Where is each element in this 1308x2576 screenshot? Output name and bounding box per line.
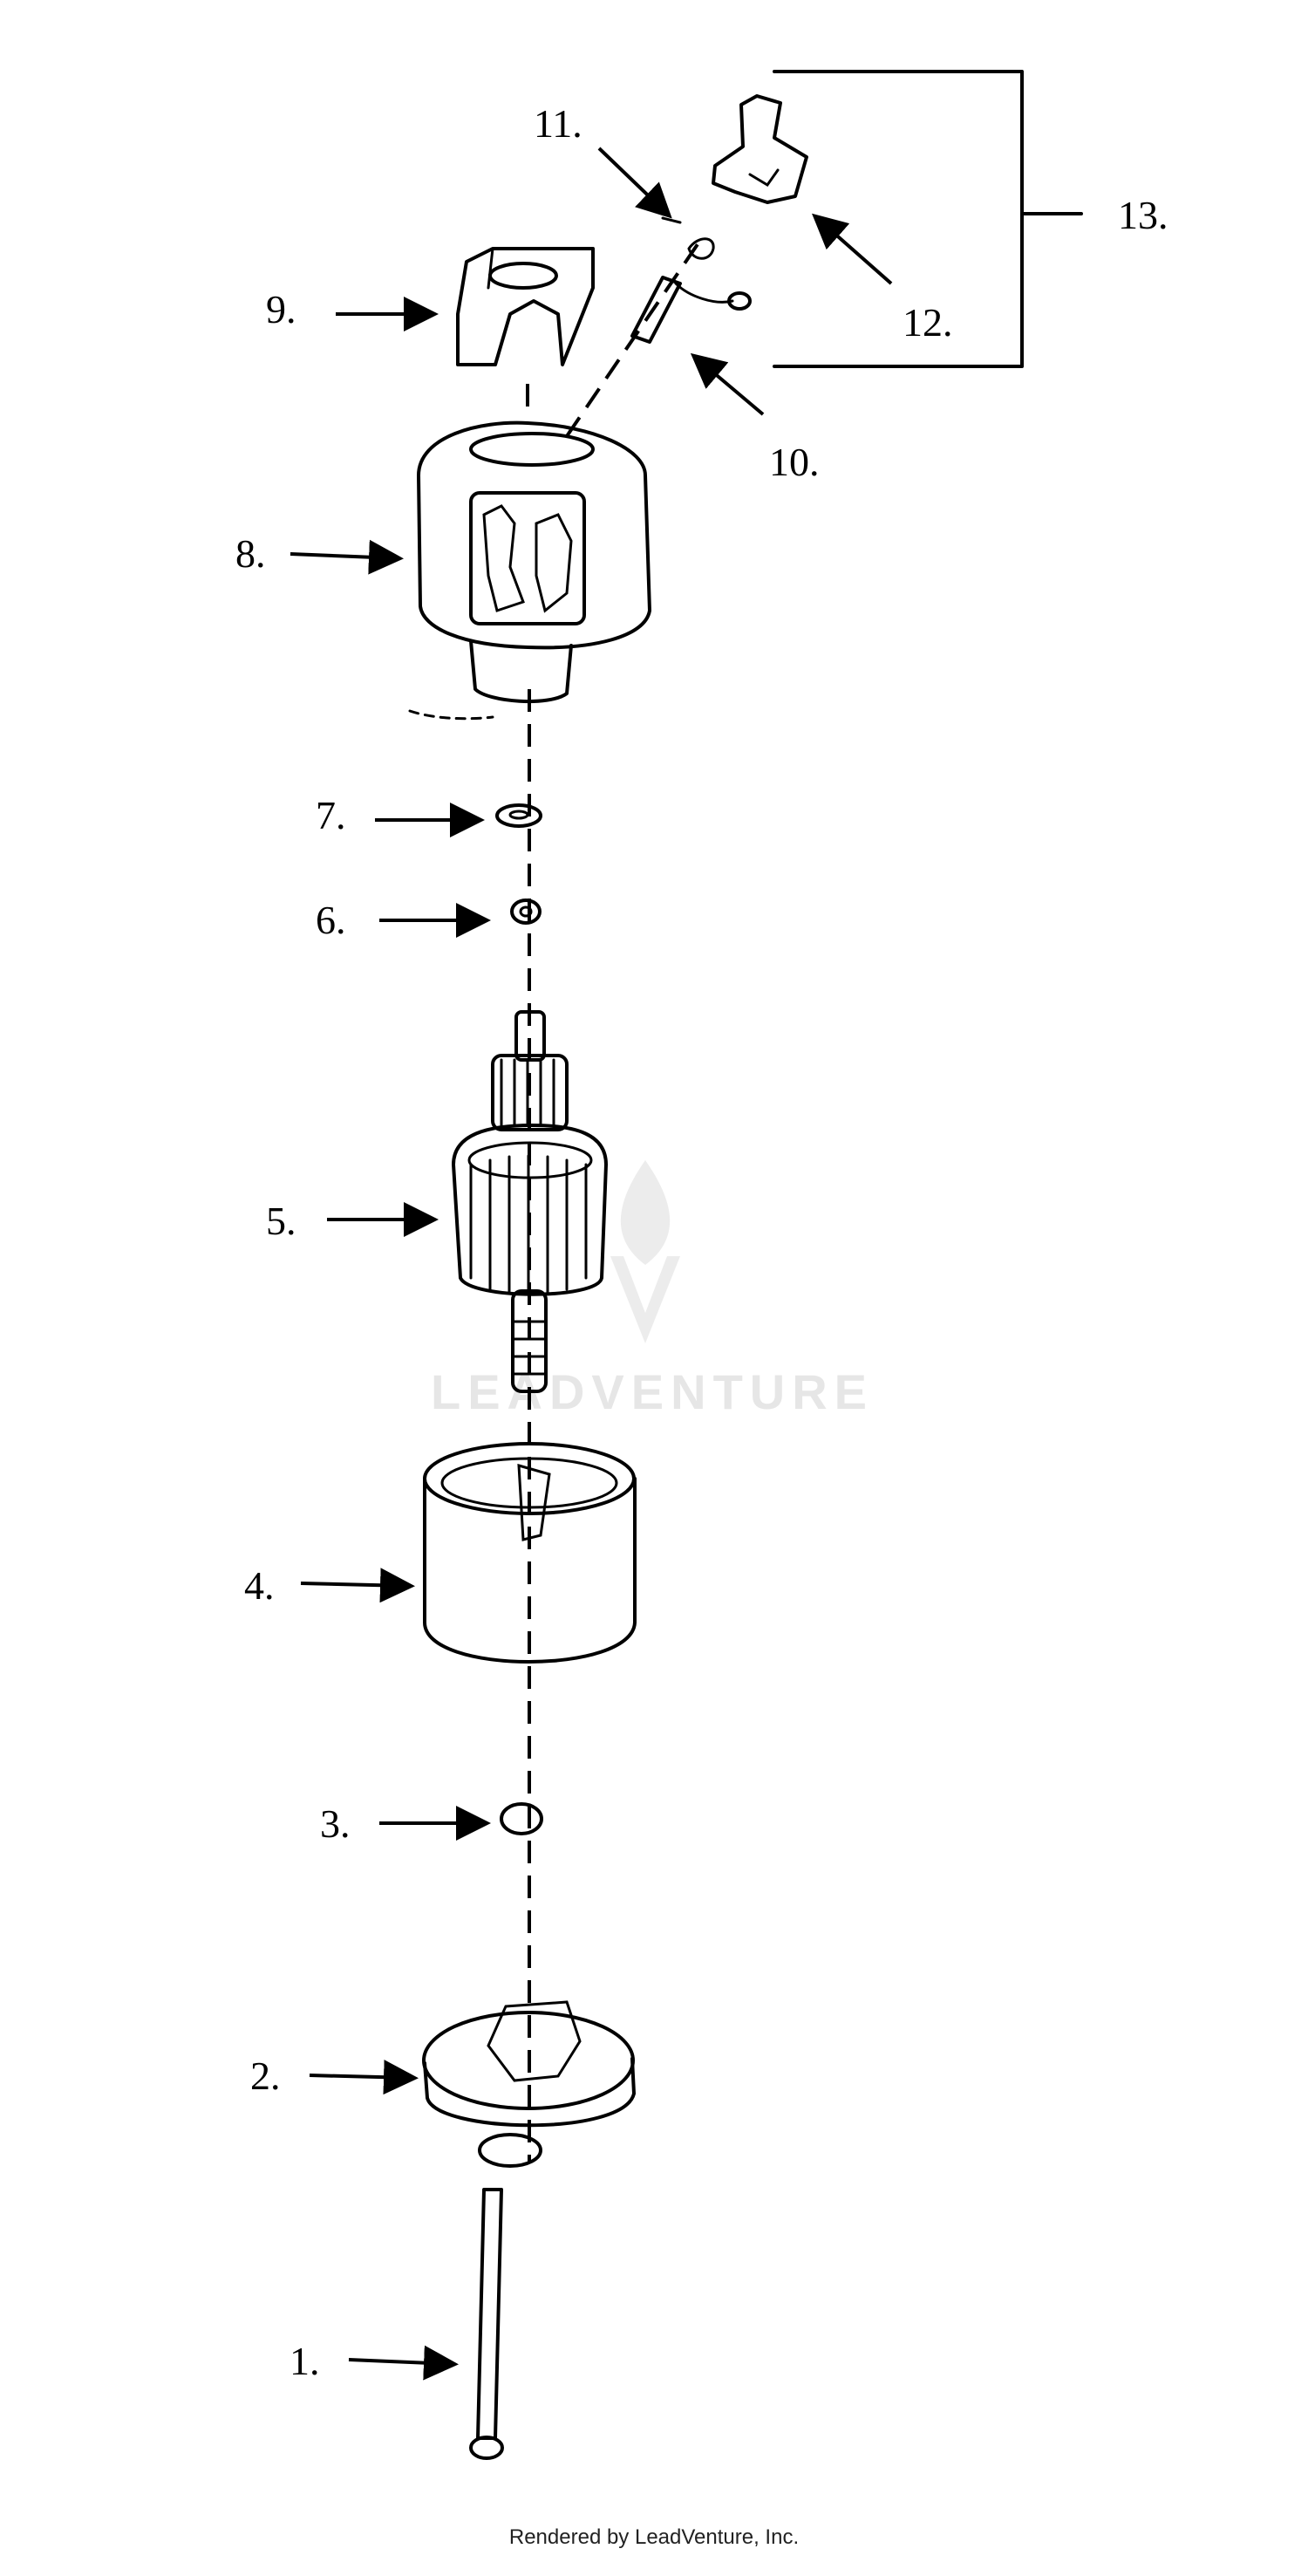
arrow-8	[290, 539, 404, 575]
part-5-armature	[452, 1010, 608, 1393]
assembly-axis	[526, 243, 699, 2163]
part-2-end-cap	[422, 2000, 636, 2168]
watermark: LEADVENTURE	[431, 1160, 874, 1419]
callout-4: 4.	[244, 1563, 275, 1608]
arrow-11	[597, 147, 672, 219]
arrow-12	[812, 213, 893, 285]
arrow-10	[690, 352, 765, 416]
callout-13: 13.	[1118, 193, 1168, 237]
leader-arrows	[290, 147, 893, 2381]
part-4-housing	[423, 1442, 637, 1664]
part-8-end-housing	[408, 420, 651, 721]
callout-8: 8.	[235, 531, 266, 576]
arrow-2	[309, 2060, 419, 2095]
footer-credit: Rendered by LeadVenture, Inc.	[508, 2525, 800, 2549]
callout-2: 2.	[250, 2053, 281, 2098]
part-9-cap	[456, 247, 595, 366]
arrow-4	[300, 1568, 415, 1603]
callout-labels: 1. 2. 3. 4. 5. 6. 7. 8. 9. 10. 11. 12. 1…	[235, 101, 1168, 2383]
part-12-brush-holder	[712, 94, 808, 204]
callout-6: 6.	[316, 898, 346, 942]
watermark-flame-icon	[620, 1160, 671, 1265]
watermark-text: LEADVENTURE	[431, 1364, 874, 1419]
part-1-through-bolt	[469, 2188, 504, 2460]
part-11-brush-spring	[661, 216, 715, 260]
callout-7: 7.	[316, 793, 346, 837]
callout-11: 11.	[534, 101, 582, 146]
part-10-brush	[630, 276, 752, 344]
callout-9: 9.	[266, 287, 296, 331]
callout-5: 5.	[266, 1199, 296, 1243]
watermark-v-icon	[610, 1256, 680, 1343]
callout-10: 10.	[769, 440, 820, 484]
part-6-washer	[510, 899, 542, 925]
part-13-bracket	[773, 70, 1083, 368]
callout-1: 1.	[290, 2339, 320, 2383]
part-7-washer	[495, 803, 542, 828]
arrow-1	[348, 2345, 459, 2381]
callout-3: 3.	[320, 1801, 351, 1846]
part-3-washer	[500, 1802, 543, 1835]
callout-12: 12.	[903, 300, 953, 345]
